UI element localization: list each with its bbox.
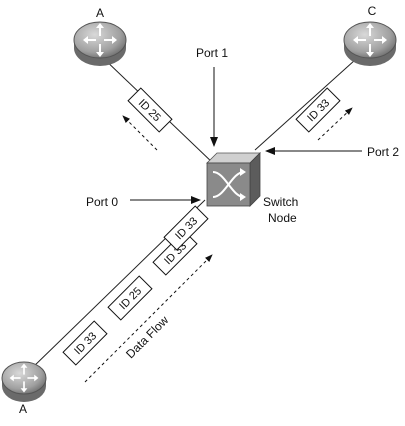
port-2-label: Port 2: [367, 145, 399, 159]
switch-label-line1: Switch: [263, 195, 298, 209]
flow-arrow-data: [84, 254, 213, 383]
flow-arrow-to-c: [317, 107, 353, 141]
id-tag-to-b: ID 25: [127, 87, 173, 133]
port-1-label: Port 1: [196, 46, 228, 60]
link-c-switch: [254, 59, 356, 151]
switch-label-line2: Node: [268, 211, 297, 225]
id-tag-to-c: ID 33: [295, 87, 341, 133]
router-a: [1, 361, 47, 402]
data-flow-label: Data Flow: [123, 313, 171, 361]
id-tag-a-lower-2: ID 25: [107, 275, 153, 321]
router-c: [343, 21, 397, 66]
id-tag-a-lower-1: ID 33: [62, 320, 108, 366]
router-b: [73, 21, 127, 66]
router-c-label: C: [368, 4, 377, 18]
port-0-label: Port 0: [86, 195, 118, 209]
router-a-label: A: [19, 402, 27, 416]
switch-node: [206, 152, 261, 207]
flow-arrow-to-b: [122, 115, 158, 151]
router-b-label: A: [96, 6, 104, 20]
